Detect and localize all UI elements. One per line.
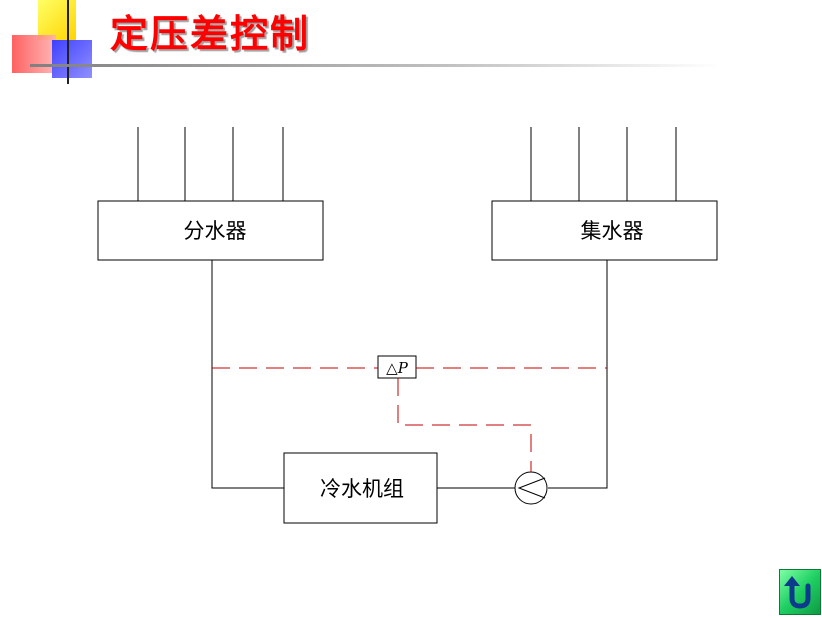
dp-sensor-label: △P xyxy=(386,359,409,377)
dp-control-signal-line xyxy=(397,378,532,472)
distributor-box xyxy=(97,200,324,261)
blue-corner-block xyxy=(52,40,92,78)
collector-label: 集水器 xyxy=(581,219,644,243)
distributor-label: 分水器 xyxy=(184,219,247,243)
u-turn-arrow-icon xyxy=(784,576,811,609)
corner-vertical-line xyxy=(67,0,69,84)
chiller-label: 冷水机组 xyxy=(320,477,404,501)
page-title: 定压差控制 xyxy=(110,12,311,56)
title-rule xyxy=(30,64,720,67)
collector-box xyxy=(491,200,718,261)
supply-pipe xyxy=(211,260,284,489)
back-button[interactable] xyxy=(779,569,821,615)
return-pipe xyxy=(548,260,608,489)
dp-sensor-box xyxy=(377,355,417,379)
yellow-corner-block xyxy=(38,0,76,40)
pump-icon xyxy=(514,471,548,505)
